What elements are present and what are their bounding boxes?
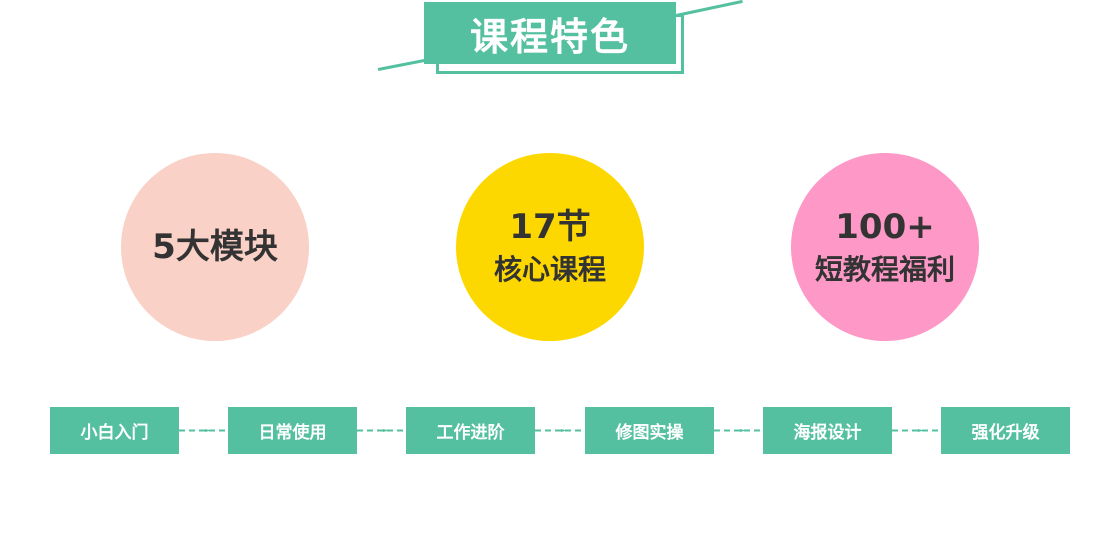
step-label: 强化升级 — [971, 423, 1040, 443]
step-beginner: 小白入门 — [50, 407, 179, 454]
feature-circle-core-courses: 17节 核心课程 — [456, 153, 644, 341]
step-photo-editing: 修图实操 — [585, 407, 714, 454]
step-connector-arrow — [714, 429, 763, 432]
step-label: 海报设计 — [793, 423, 862, 443]
page-title-text: 课程特色 — [469, 14, 630, 59]
feature-circle-modules: 5大模块 — [121, 153, 309, 341]
step-connector-arrow — [892, 429, 941, 432]
step-label: 小白入门 — [80, 423, 149, 443]
title-decoration-line-right — [675, 0, 743, 17]
page-title: 课程特色 — [424, 2, 676, 64]
step-reinforce-upgrade: 强化升级 — [941, 407, 1070, 454]
step-daily-use: 日常使用 — [228, 407, 357, 454]
step-work-advanced: 工作进阶 — [406, 407, 535, 454]
step-label: 修图实操 — [615, 423, 684, 443]
feature-modules-text: 5大模块 — [152, 227, 278, 267]
step-connector-arrow — [357, 429, 406, 432]
step-label: 日常使用 — [258, 423, 327, 443]
step-connector-arrow — [179, 429, 228, 432]
feature-core-label: 核心课程 — [493, 253, 606, 286]
step-label: 工作进阶 — [436, 423, 505, 443]
feature-circle-bonus-tutorials: 100+ 短教程福利 — [791, 153, 979, 341]
feature-bonus-count: 100+ — [835, 207, 935, 247]
feature-core-count: 17节 — [509, 207, 591, 247]
feature-bonus-label: 短教程福利 — [814, 253, 955, 286]
step-connector-arrow — [535, 429, 584, 432]
step-poster-design: 海报设计 — [763, 407, 892, 454]
